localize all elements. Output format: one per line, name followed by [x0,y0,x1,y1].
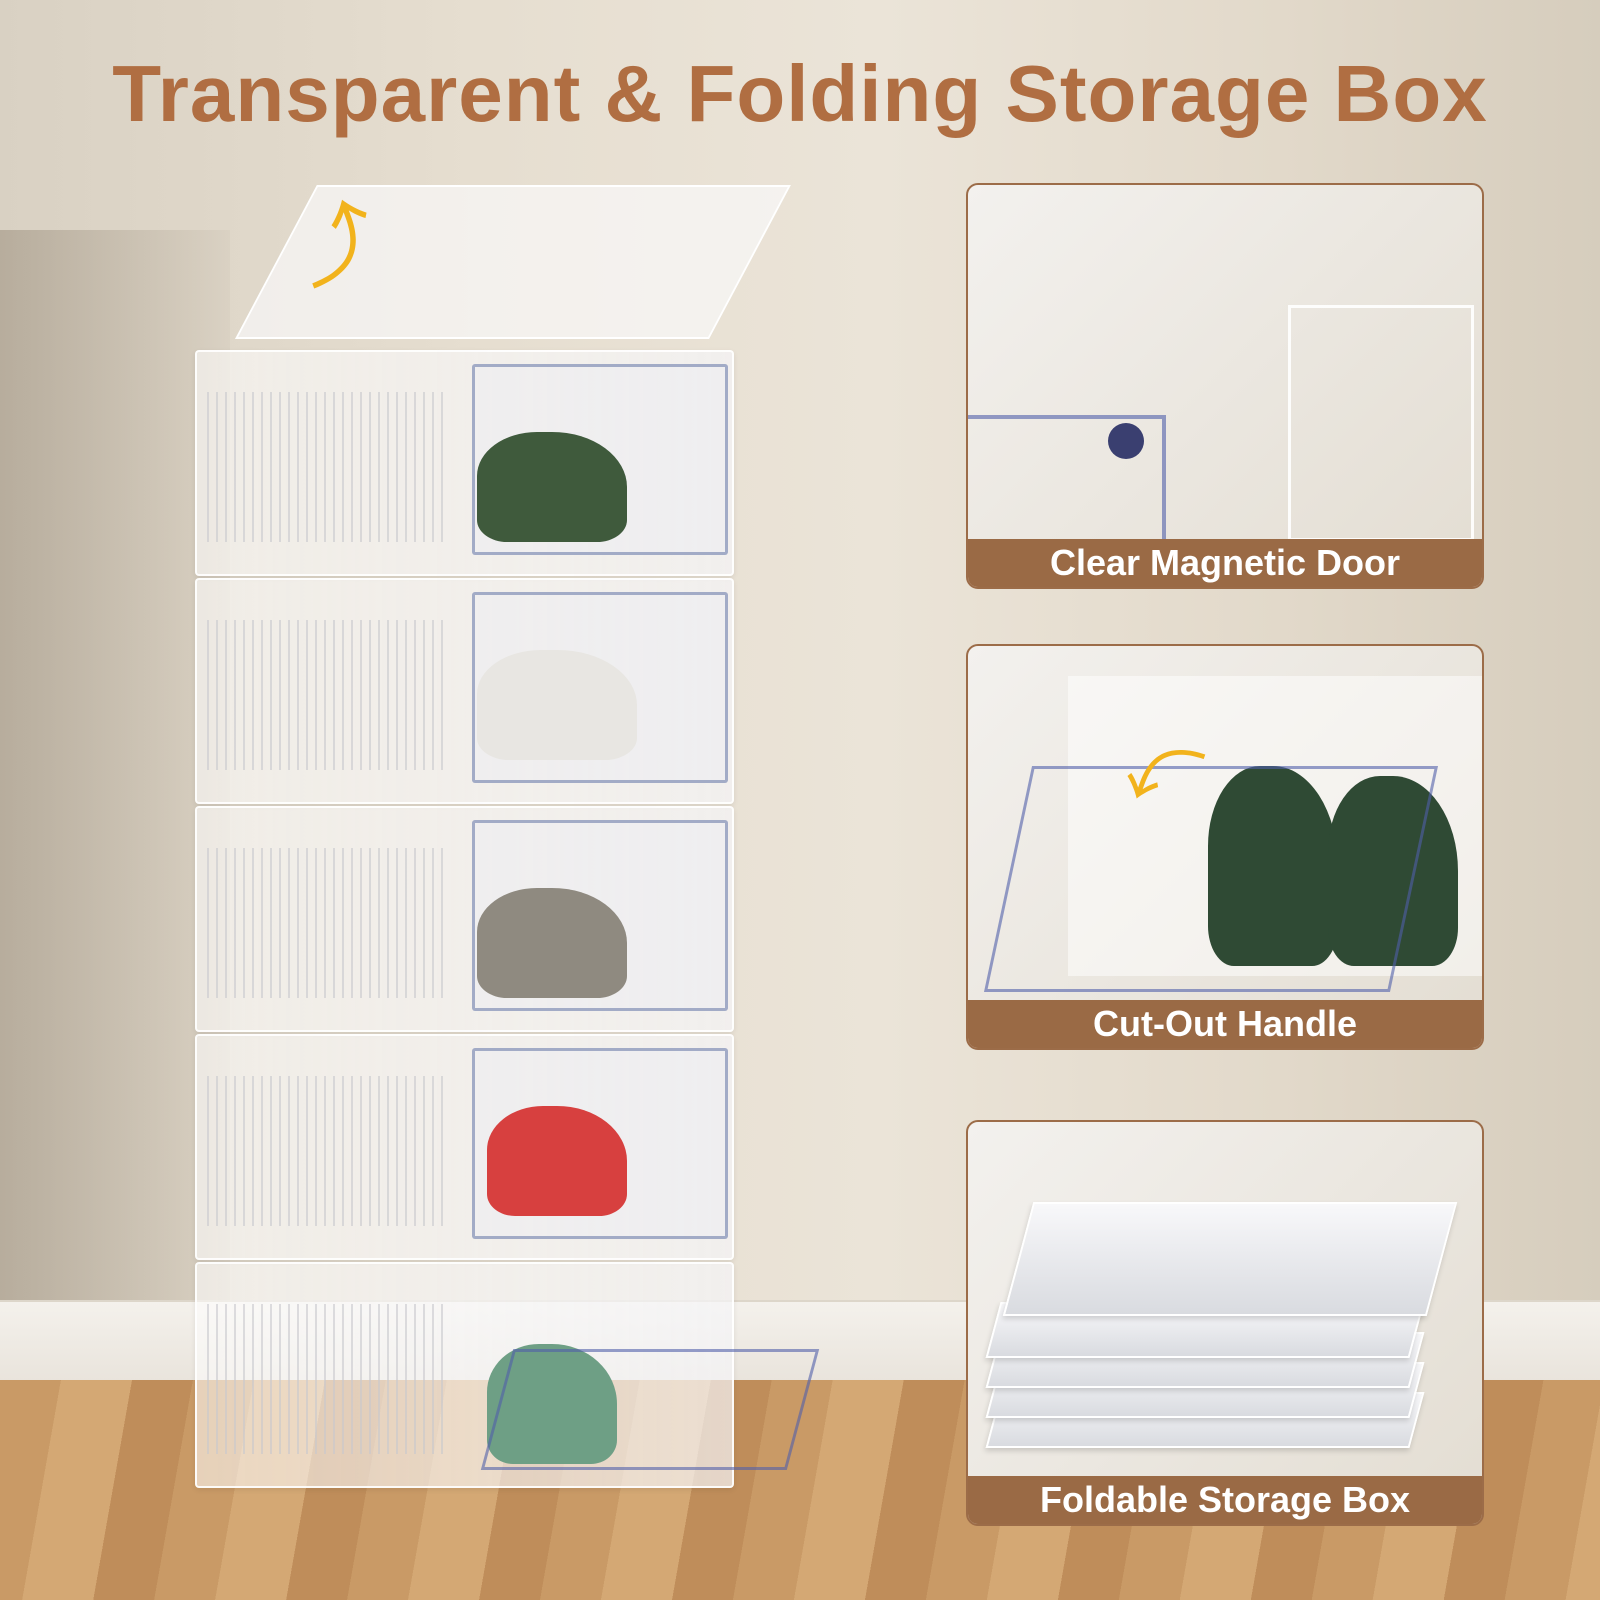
storage-box [195,1034,734,1260]
caption: Cut-Out Handle [968,1000,1482,1048]
box-stack [195,350,820,1490]
storage-box [195,578,734,804]
storage-box-open [195,1262,820,1488]
caption: Clear Magnetic Door [968,539,1482,587]
page-title: Transparent & Folding Storage Box [112,49,1488,138]
wall-shadow [0,230,230,1350]
caption: Foldable Storage Box [968,1476,1482,1524]
feature-panel-cut-out-handle: ⤴ Cut-Out Handle [966,644,1484,1050]
feature-panel-foldable: Foldable Storage Box [966,1120,1484,1526]
feature-panel-magnetic-door: Clear Magnetic Door [966,183,1484,589]
magnet-icon [1108,423,1144,459]
storage-box [195,806,734,1032]
storage-box [195,350,734,576]
